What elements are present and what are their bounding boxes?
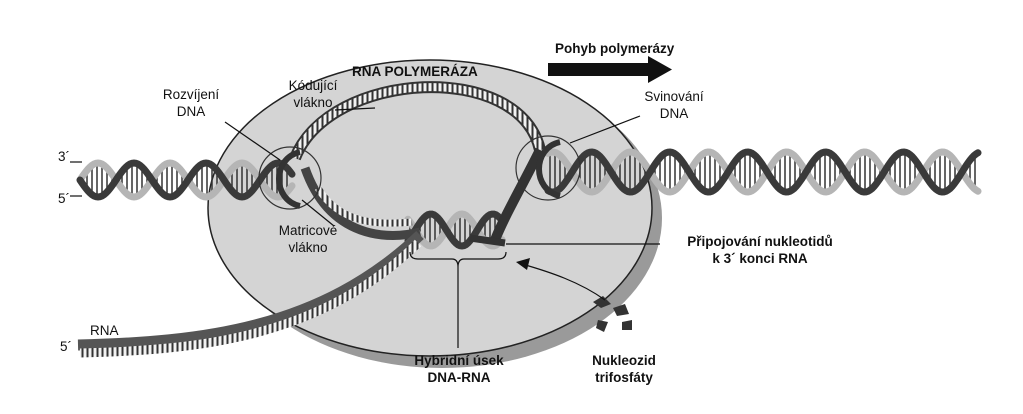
rewinding-circle (515, 135, 581, 201)
helix-strand-dark (544, 148, 982, 196)
helix-strand-light (544, 148, 982, 196)
rna-strand (77, 231, 506, 358)
dna-helix-right (544, 148, 982, 196)
unwinding-circle (258, 146, 322, 210)
helix-strand-dark (76, 159, 296, 201)
helix-strand-dark (404, 210, 506, 250)
arrow-head-icon (516, 258, 530, 270)
rna-label: RNA (90, 323, 119, 338)
polymerase-direction-arrow (548, 56, 672, 83)
end-dashes (70, 161, 82, 197)
polymerase-title: RNA POLYMERÁZA (352, 64, 478, 79)
five-prime-end-dna-label: 5´ (58, 191, 71, 206)
polymerase-motion-label: Pohyb polymerázy (555, 41, 675, 56)
five-prime-end-rna-label: 5´ (60, 339, 73, 354)
coding-strand-ribbon (289, 81, 546, 242)
nucleoside-triphosphates-icon (593, 296, 632, 332)
template-strand-ribbon (300, 166, 422, 240)
three-prime-end-label: 3´ (58, 149, 71, 164)
leader-lines (224, 107, 660, 348)
